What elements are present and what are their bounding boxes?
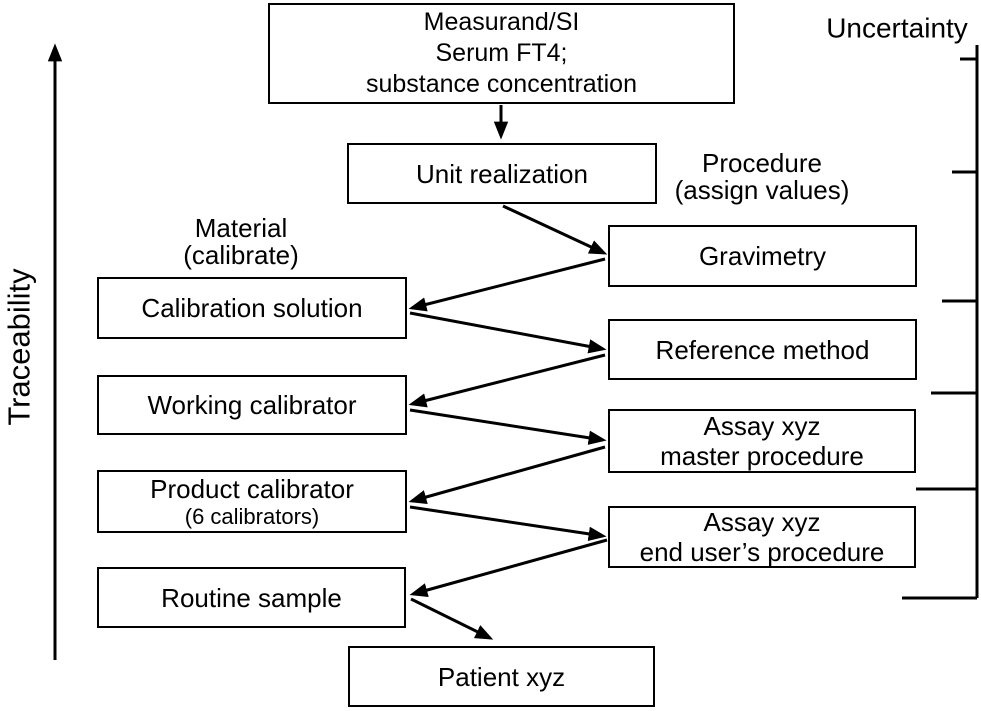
node-patient: Patient xyz	[348, 646, 655, 707]
traceability-axis-label: Traceability	[2, 268, 37, 425]
uncertainty-axis-label: Uncertainty	[826, 12, 968, 44]
arrow-assay-end-user-to-routine-sample	[409, 538, 608, 598]
material-label-line2: (calibrate)	[183, 240, 299, 270]
arrow-unit-realization-to-gravimetry	[502, 204, 608, 255]
material-label-line1: Material	[194, 213, 288, 243]
node-unit-realization: Unit realization	[347, 143, 657, 204]
arrow-working-calibrator-to-assay-master	[409, 408, 607, 445]
node-assay-end-user-line1: Assay xyz	[703, 507, 821, 537]
node-calibration-solution-line1: Calibration solution	[141, 293, 363, 323]
arrow-product-calibrator-to-assay-end-user	[409, 505, 607, 541]
node-routine-sample-line1: Routine sample	[161, 582, 342, 613]
node-assay-master-line1: Assay xyz	[703, 411, 821, 441]
node-assay-end-user-procedure: Assay xyz end user’s procedure	[608, 506, 916, 568]
node-assay-master-procedure: Assay xyz master procedure	[608, 409, 916, 473]
arrow-routine-sample-to-patient	[410, 597, 494, 640]
node-measurand-line3: substance concentration	[365, 70, 637, 98]
arrow-assay-master-to-product-calibrator	[408, 445, 606, 505]
material-group-label: Material (calibrate)	[183, 215, 299, 269]
node-measurand-line1: Measurand/SI	[423, 8, 580, 36]
node-product-calibrator-line1: Product calibrator	[150, 474, 354, 504]
node-measurand-line2: Serum FT4;	[435, 39, 568, 67]
procedure-group-label: Procedure (assign values)	[675, 150, 850, 204]
traceability-label-text: Traceability	[1, 268, 37, 426]
node-gravimetry: Gravimetry	[608, 225, 917, 287]
node-assay-end-user-line2: end user’s procedure	[639, 537, 885, 567]
node-assay-master-line2: master procedure	[660, 441, 864, 471]
procedure-label-line1: Procedure	[702, 148, 822, 178]
arrow-reference-method-to-working-calibrator	[408, 353, 606, 408]
node-product-calibrator-line2: (6 calibrators)	[184, 504, 320, 529]
node-reference-method: Reference method	[608, 319, 917, 380]
node-routine-sample: Routine sample	[97, 567, 406, 628]
node-product-calibrator: Product calibrator (6 calibrators)	[97, 470, 407, 533]
node-measurand: Measurand/SI Serum FT4; substance concen…	[268, 3, 735, 104]
node-gravimetry-line1: Gravimetry	[698, 241, 827, 271]
node-patient-line1: Patient xyz	[437, 661, 566, 692]
arrow-calibration-solution-to-reference-method	[409, 311, 607, 354]
node-working-calibrator-line1: Working calibrator	[147, 390, 357, 420]
node-reference-method-line1: Reference method	[655, 334, 870, 365]
uncertainty-scale	[902, 45, 979, 600]
arrow-gravimetry-to-calibration-solution	[408, 257, 606, 312]
procedure-label-line2: (assign values)	[674, 175, 850, 205]
uncertainty-label-text: Uncertainty	[826, 12, 968, 44]
node-unit-realization-line1: Unit realization	[416, 158, 588, 189]
node-working-calibrator: Working calibrator	[97, 375, 407, 435]
node-calibration-solution: Calibration solution	[97, 277, 407, 339]
